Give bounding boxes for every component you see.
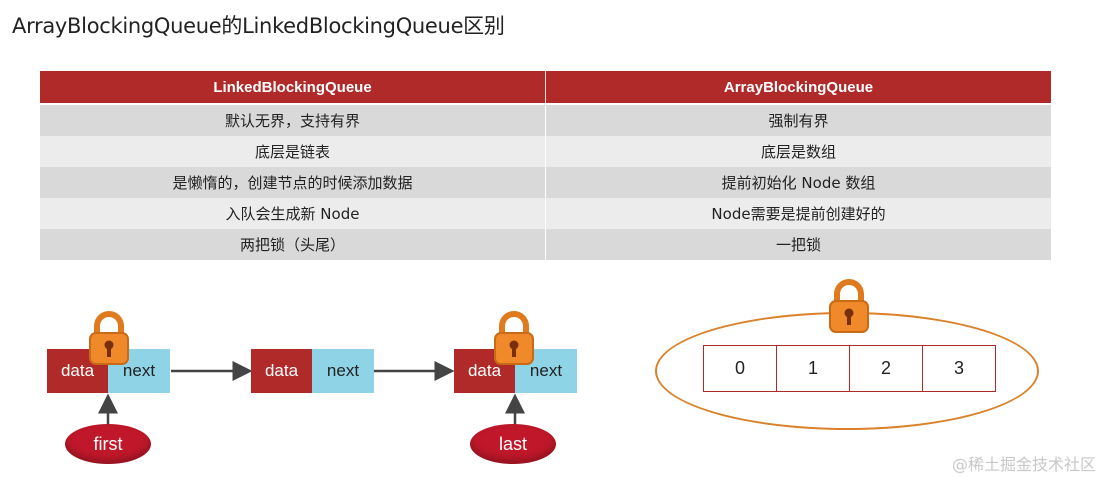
table-cell: 强制有界 <box>545 103 1051 136</box>
header-array: ArrayBlockingQueue <box>545 71 1051 104</box>
header-linked: LinkedBlockingQueue <box>40 71 546 104</box>
array-lock-icon <box>829 279 869 333</box>
table-cell: 默认无界，支持有界 <box>40 103 546 136</box>
table-cell: 是懒惰的，创建节点的时候添加数据 <box>40 167 546 198</box>
table-row: 两把锁（头尾） 一把锁 <box>40 229 1051 260</box>
array-cells: 0 1 2 3 <box>703 345 996 392</box>
table-cell: 底层是链表 <box>40 136 546 167</box>
node-data-cell: data <box>251 349 312 393</box>
node-next-cell: next <box>515 349 577 393</box>
first-pointer-label: first <box>65 424 151 464</box>
page-title: ArrayBlockingQueue的LinkedBlockingQueue区别 <box>12 14 505 38</box>
tail-lock-icon <box>494 311 534 365</box>
table-cell: 两把锁（头尾） <box>40 229 546 260</box>
table-cell: Node需要是提前创建好的 <box>545 198 1051 229</box>
table-row: 底层是链表 底层是数组 <box>40 136 1051 167</box>
array-cell: 0 <box>704 346 777 391</box>
last-pointer-label: last <box>470 424 556 464</box>
list-node-middle: data next <box>251 349 374 393</box>
array-cell: 3 <box>953 358 964 378</box>
watermark: @稀土掘金技术社区 <box>951 455 1096 474</box>
table-row: 是懒惰的，创建节点的时候添加数据 提前初始化 Node 数组 <box>40 167 1051 198</box>
table-cell: 底层是数组 <box>545 136 1051 167</box>
comparison-table: LinkedBlockingQueue ArrayBlockingQueue 默… <box>40 71 1051 260</box>
table-cell: 入队会生成新 Node <box>40 198 546 229</box>
head-lock-icon <box>89 311 129 365</box>
table-row: 默认无界，支持有界 强制有界 <box>40 103 1051 136</box>
table-cell: 一把锁 <box>545 229 1051 260</box>
table-row: 入队会生成新 Node Node需要是提前创建好的 <box>40 198 1051 229</box>
node-next-cell: next <box>312 349 374 393</box>
table-cell: 提前初始化 Node 数组 <box>545 167 1051 198</box>
table-header-row: LinkedBlockingQueue ArrayBlockingQueue <box>40 71 1051 104</box>
array-cell: 2 <box>850 346 923 391</box>
array-cell: 1 <box>777 346 850 391</box>
